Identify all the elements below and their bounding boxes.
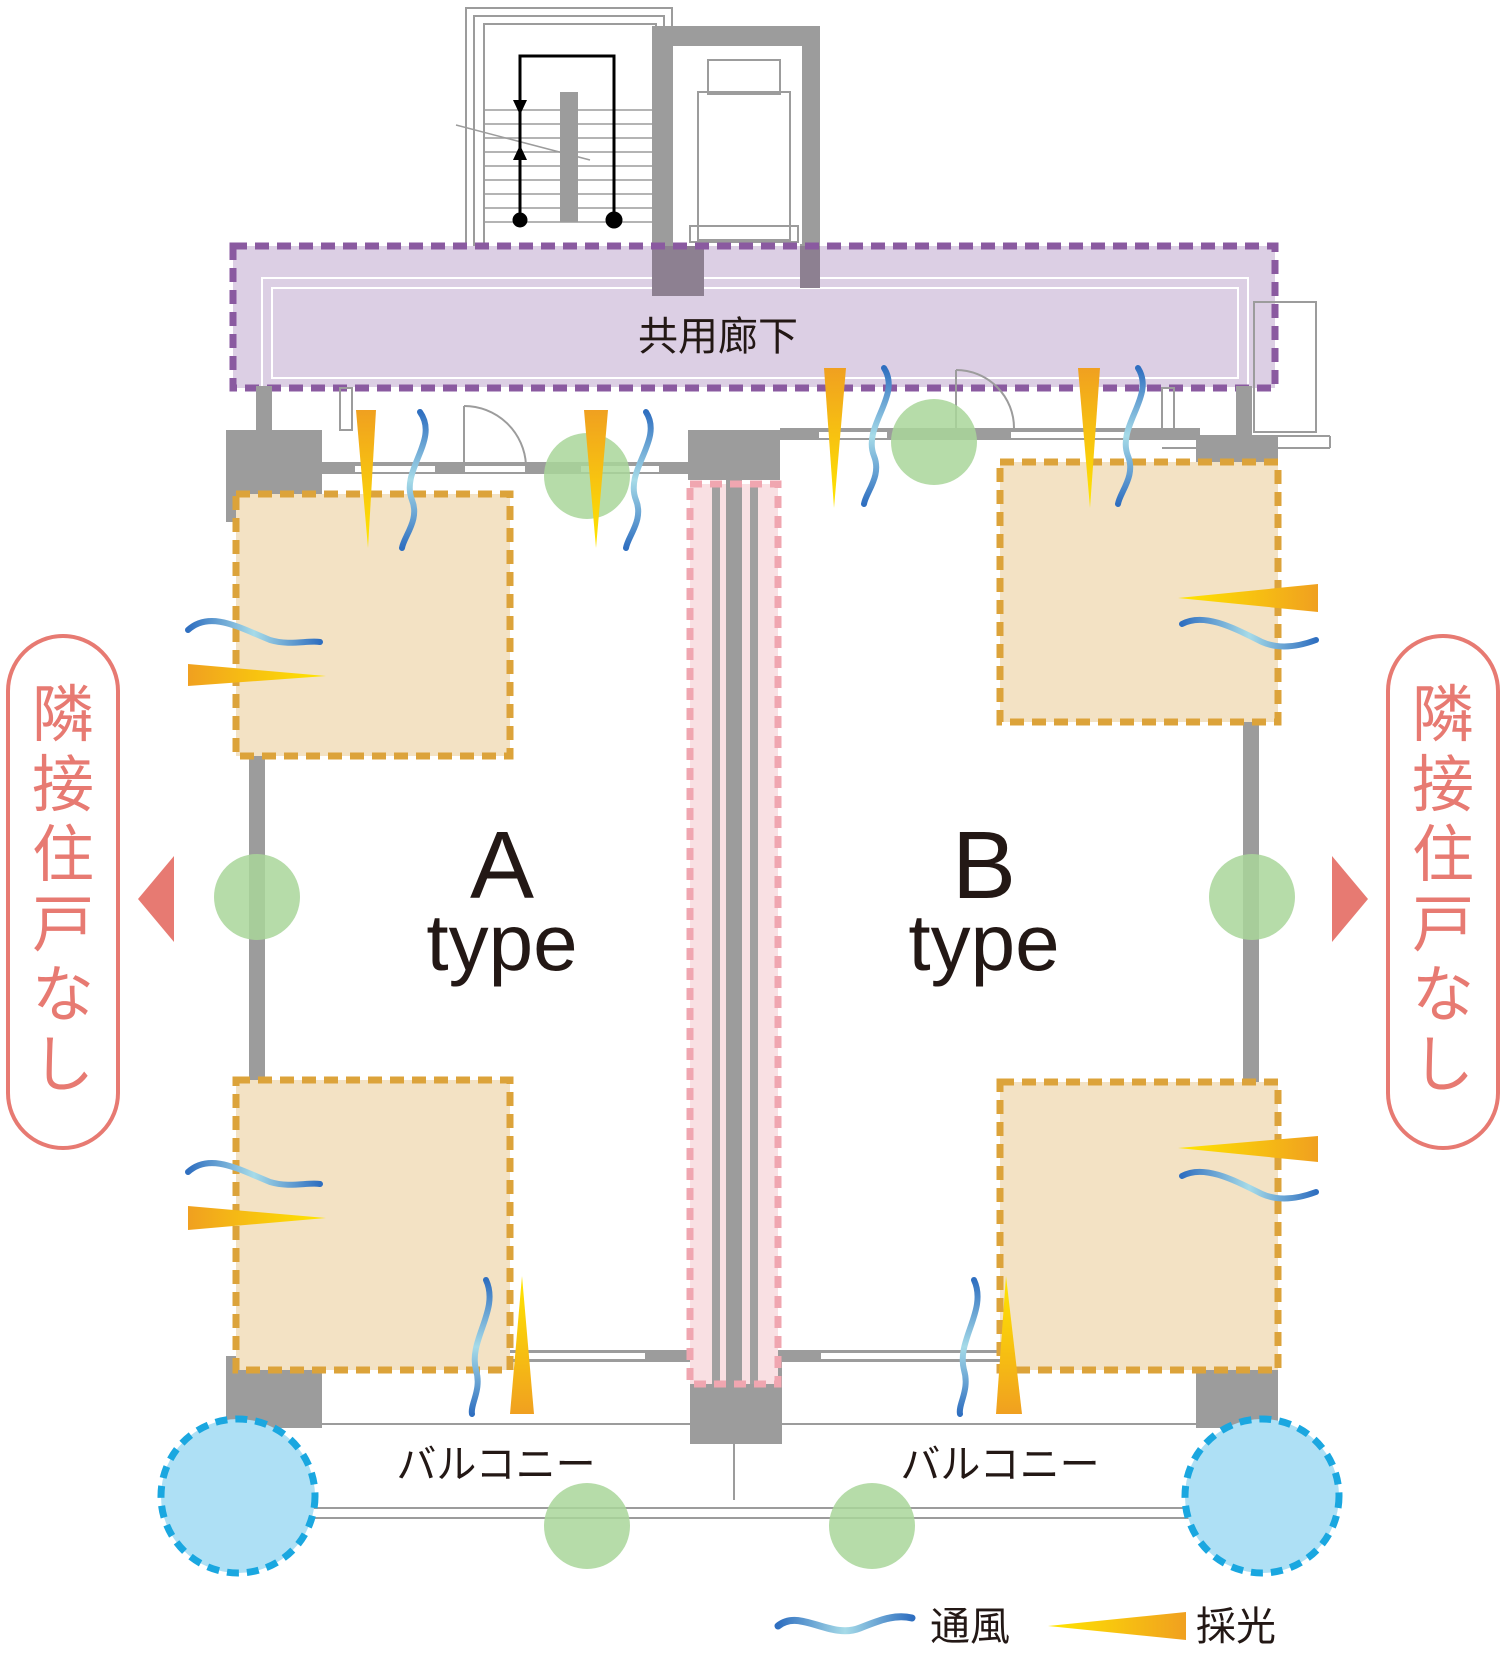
room-a-top xyxy=(232,490,514,760)
ventilation-marker xyxy=(185,1160,323,1188)
party-wall-zone xyxy=(686,480,782,1388)
doors xyxy=(339,369,1331,466)
ventilation-marker xyxy=(956,1277,981,1417)
unit-a-letter: A xyxy=(470,812,534,919)
stair-arrows xyxy=(512,54,623,229)
daylight-marker xyxy=(996,1276,1022,1414)
no-neighbor-left-char: 住 xyxy=(32,818,94,891)
daylight-marker xyxy=(188,664,326,686)
corridor-side-box xyxy=(1253,301,1317,433)
no-neighbor-left-char: 隣 xyxy=(32,678,94,751)
no-neighbor-right-char: 戸 xyxy=(1412,888,1474,961)
arrow-left-icon xyxy=(138,856,174,942)
unit-b-suffix: type xyxy=(908,898,1059,987)
daylight-markers xyxy=(188,368,1318,1414)
no-neighbor-left-char: し xyxy=(32,1028,94,1101)
no-neighbor-right-char: し xyxy=(1412,1028,1474,1101)
no-neighbor-left: 隣 接 住 戸 な し xyxy=(6,634,174,1150)
no-neighbor-left-char: 戸 xyxy=(32,888,94,961)
no-neighbor-right-char: 接 xyxy=(1412,748,1474,821)
ventilation-marker xyxy=(185,618,323,646)
daylight-marker xyxy=(1178,1136,1318,1162)
daylight-marker xyxy=(1178,584,1318,612)
openness-circles xyxy=(214,399,1295,1569)
room-b-top xyxy=(996,458,1282,726)
daylight-marker xyxy=(1078,368,1100,508)
daylight-legend-label: 採光 xyxy=(1196,1604,1276,1650)
corner-circles xyxy=(157,1415,1343,1577)
unit-a-suffix: type xyxy=(426,898,577,987)
daylight-marker xyxy=(188,1206,326,1230)
no-neighbor-left-char: な xyxy=(32,958,94,1031)
no-neighbor-left-char: 接 xyxy=(32,748,94,821)
daylight-marker xyxy=(824,368,846,508)
ventilation-marker xyxy=(468,1277,493,1417)
balcony-label-right: バルコニー xyxy=(900,1442,1099,1488)
ventilation-legend-label: 通風 xyxy=(930,1604,1010,1650)
arrow-right-icon xyxy=(1332,856,1368,942)
legend: 通風 採光 xyxy=(774,1604,1276,1650)
daylight-marker xyxy=(356,410,376,548)
balcony-label-left: バルコニー xyxy=(396,1442,595,1488)
ventilation-marker xyxy=(399,409,429,551)
no-neighbor-right-char: 住 xyxy=(1412,818,1474,891)
ventilation-marker xyxy=(861,365,892,507)
no-neighbor-right-char: な xyxy=(1412,958,1474,1031)
common-corridor xyxy=(229,242,1279,392)
corridor-label: 共用廊下 xyxy=(638,314,798,360)
ventilation-marker xyxy=(623,409,654,551)
daylight-legend-icon xyxy=(1048,1612,1186,1640)
ventilation-legend-icon xyxy=(774,1613,916,1635)
room-a-bottom xyxy=(232,1076,514,1374)
no-neighbor-right: 隣 接 住 戸 な し xyxy=(1332,634,1500,1150)
stair-center-wall xyxy=(560,92,578,222)
ventilation-marker xyxy=(1179,1168,1319,1202)
no-neighbor-right-char: 隣 xyxy=(1412,678,1474,751)
ventilation-marker xyxy=(1179,616,1319,650)
daylight-marker xyxy=(510,1276,534,1414)
ventilation-markers xyxy=(185,365,1319,1417)
daylight-marker xyxy=(584,410,608,548)
ventilation-marker xyxy=(1115,365,1146,507)
unit-b-letter: B xyxy=(952,812,1016,919)
room-b-bottom xyxy=(996,1078,1282,1374)
